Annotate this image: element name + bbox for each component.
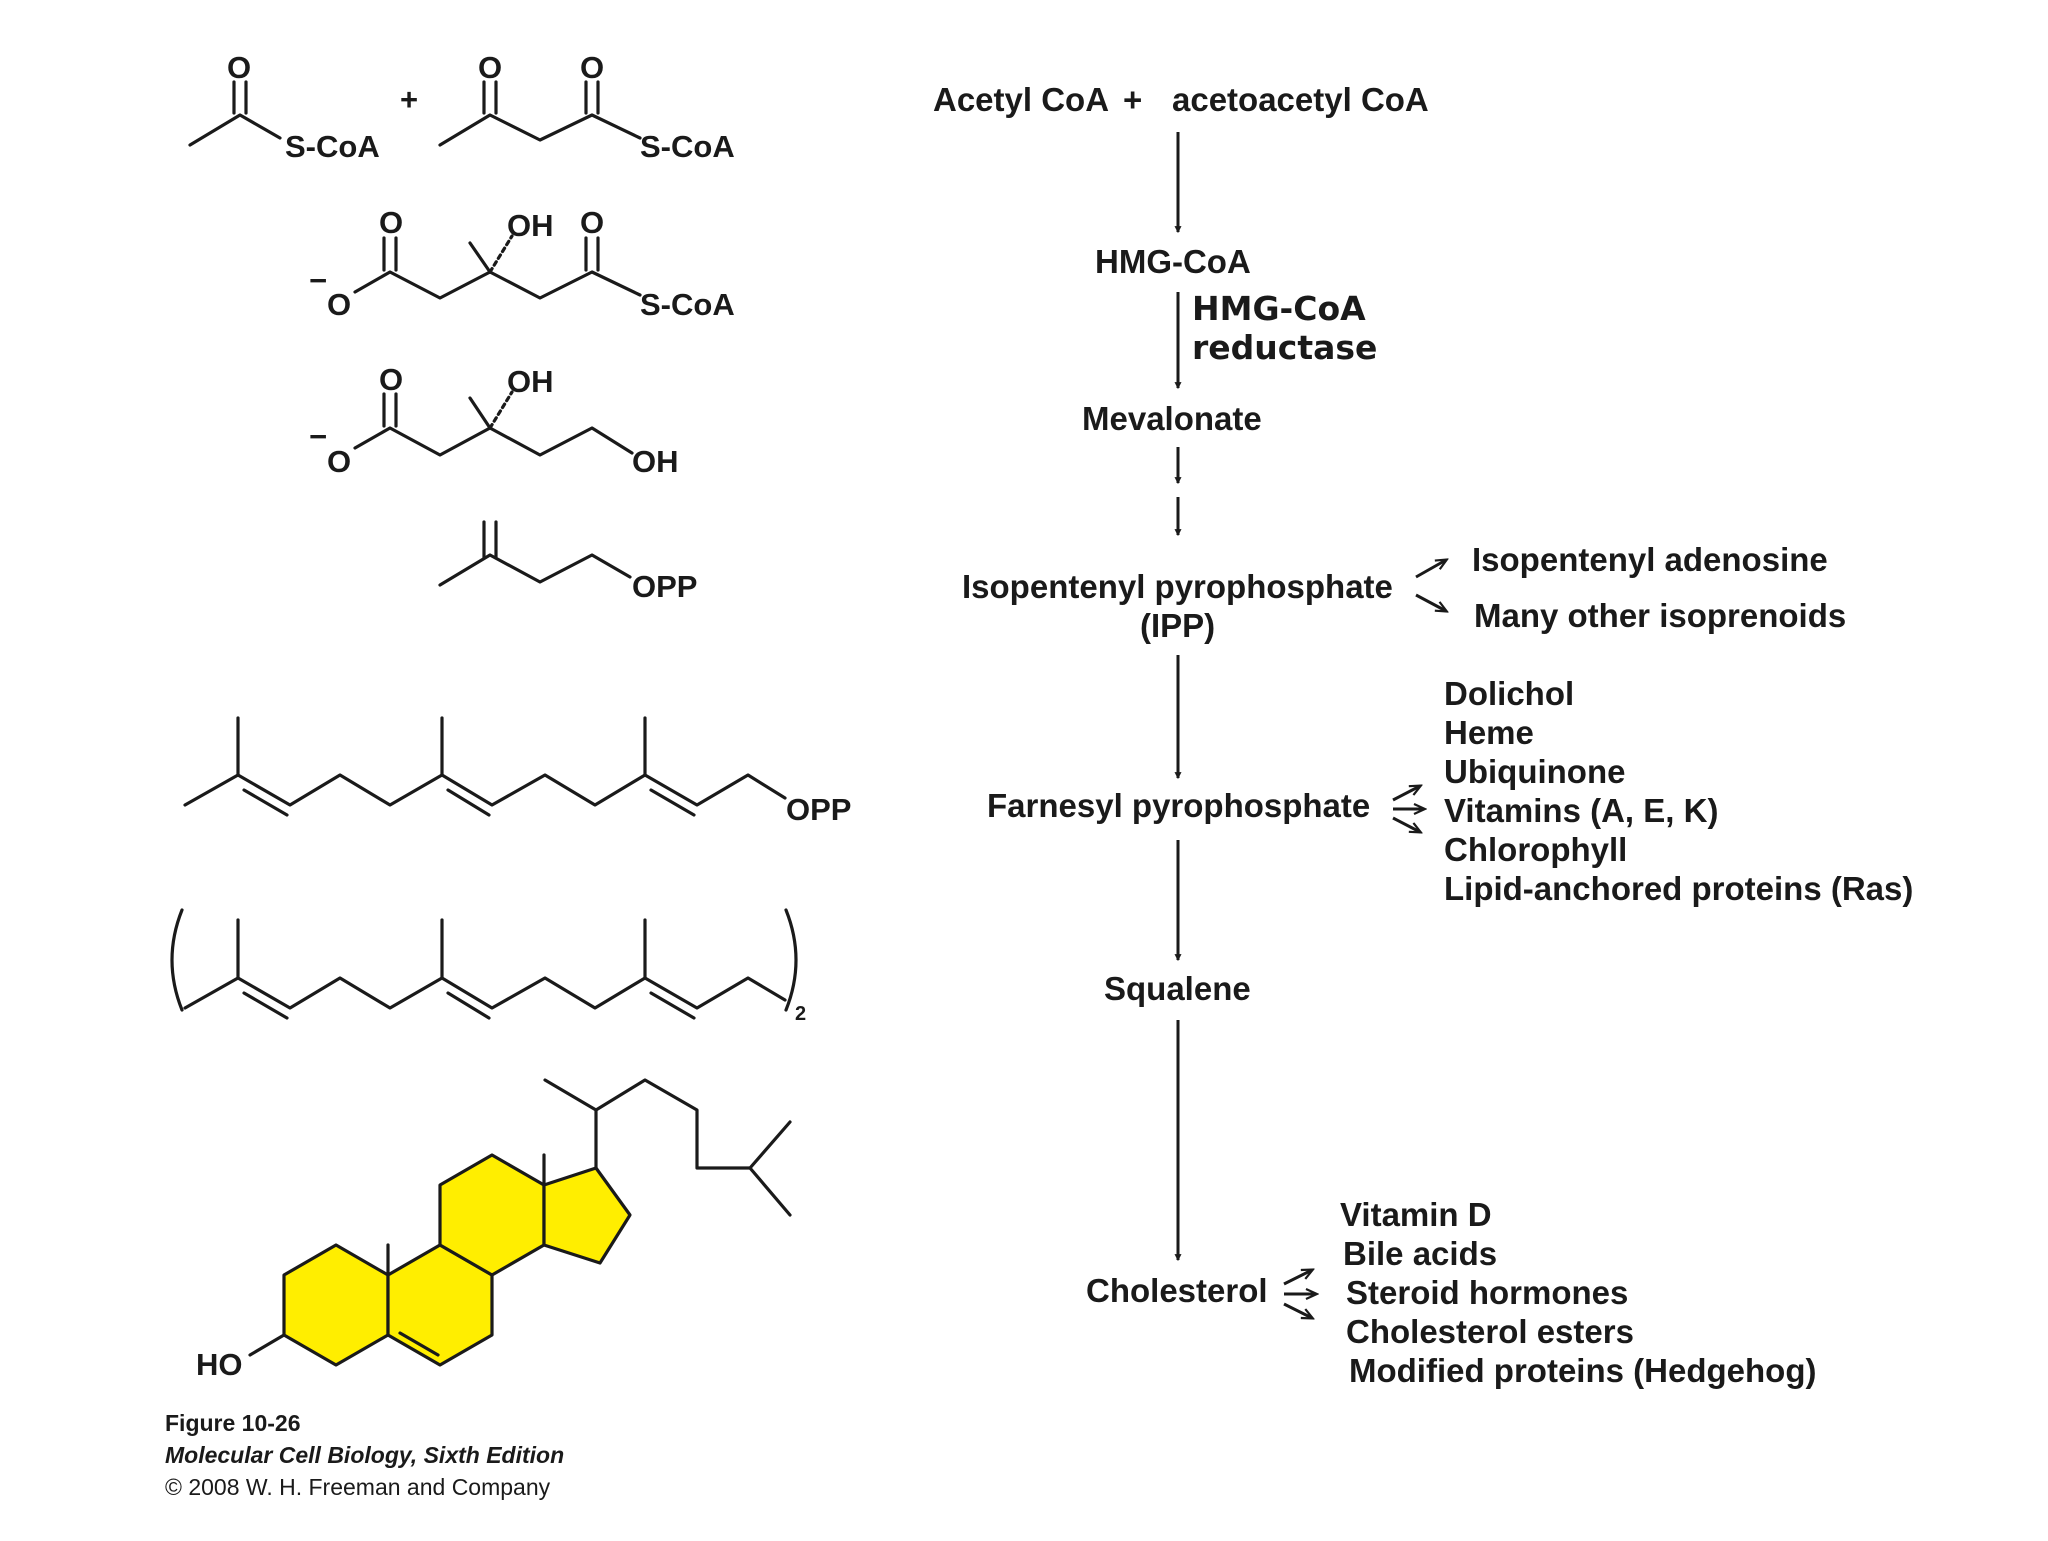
cholesterol-product: Cholesterol esters: [1346, 1313, 1634, 1350]
ipp-product: Many other isoprenoids: [1474, 597, 1846, 634]
cholesterol-product: Modified proteins (Hedgehog): [1349, 1352, 1816, 1389]
structure-squalene: 2: [170, 908, 806, 1025]
figure-caption: Figure 10-26 Molecular Cell Biology, Six…: [165, 1410, 564, 1500]
enzyme-label: reductase: [1192, 328, 1377, 367]
plus-sign: +: [400, 82, 418, 117]
hydroxyl-label: OH: [507, 364, 554, 399]
mevalonate-label: Mevalonate: [1082, 400, 1262, 437]
cholesterol-product: Bile acids: [1343, 1235, 1497, 1272]
farnesyl-product: Vitamins (A, E, K): [1444, 792, 1718, 829]
structure-farnesyl-pp: OPP: [183, 716, 851, 827]
carbonyl-o-label: O: [478, 50, 502, 85]
branch-arrow: [1392, 786, 1420, 802]
farnesyl-pp-label: Farnesyl pyrophosphate: [987, 787, 1370, 824]
opp-label: OPP: [786, 792, 851, 827]
cholesterol-label: Cholesterol: [1086, 1272, 1268, 1309]
acetyl-coa-label: Acetyl CoA: [933, 81, 1109, 118]
branch-arrow: [1415, 593, 1446, 611]
plus-sign: +: [1123, 81, 1142, 118]
farnesyl-product: Ubiquinone: [1444, 753, 1625, 790]
s-coa-label: S-CoA: [640, 287, 735, 322]
copyright-line: © 2008 W. H. Freeman and Company: [165, 1474, 551, 1500]
structure-hmg-coa: O O OH − O S-CoA: [309, 205, 735, 322]
carbonyl-o-label: O: [227, 50, 251, 85]
ipp-product: Isopentenyl adenosine: [1472, 541, 1828, 578]
carbonyl-o-label: O: [580, 50, 604, 85]
opp-label: OPP: [632, 569, 697, 604]
farnesyl-product: Chlorophyll: [1444, 831, 1627, 868]
farnesyl-product: Lipid-anchored proteins (Ras): [1444, 870, 1913, 907]
branch-arrow: [1283, 1302, 1312, 1318]
steroid-ring-a: [282, 1243, 390, 1367]
subscript-label: 2: [795, 1003, 806, 1025]
pathway: Acetyl CoA + acetoacetyl CoA HMG-CoA HMG…: [933, 81, 1913, 1389]
structure-mevalonate: O OH − O OH: [309, 362, 679, 479]
figure-number: Figure 10-26: [165, 1410, 301, 1436]
minus-sign: −: [309, 419, 327, 454]
enzyme-label: HMG-CoA: [1192, 289, 1366, 328]
carbonyl-o-label: O: [580, 205, 604, 240]
s-coa-label: S-CoA: [640, 129, 735, 164]
acetoacetyl-coa-label: acetoacetyl CoA: [1172, 81, 1429, 118]
branch-arrow: [1283, 1270, 1312, 1286]
hydroxyl-label: OH: [632, 444, 679, 479]
farnesyl-product: Dolichol: [1444, 675, 1574, 712]
anion-o-label: O: [327, 444, 351, 479]
ipp-abbrev-label: (IPP): [1140, 607, 1215, 644]
minus-sign: −: [309, 263, 327, 298]
structure-ipp: OPP: [438, 520, 697, 604]
structure-cholesterol: HO: [196, 1078, 792, 1382]
squalene-label: Squalene: [1104, 970, 1251, 1007]
branch-arrow: [1415, 560, 1446, 579]
structure-acetoacetyl-coa: O O S-CoA: [438, 50, 735, 164]
s-coa-label: S-CoA: [285, 129, 380, 164]
branch-arrow: [1392, 816, 1420, 832]
hydroxyl-ho-label: HO: [196, 1347, 243, 1382]
carbonyl-o-label: O: [379, 362, 403, 397]
anion-o-label: O: [327, 287, 351, 322]
book-title: Molecular Cell Biology, Sixth Edition: [165, 1442, 564, 1468]
carbonyl-o-label: O: [379, 205, 403, 240]
cholesterol-product: Steroid hormones: [1346, 1274, 1628, 1311]
ipp-label: Isopentenyl pyrophosphate: [962, 568, 1393, 605]
hmg-coa-label: HMG-CoA: [1095, 243, 1251, 280]
hydroxyl-label: OH: [507, 208, 554, 243]
farnesyl-product: Heme: [1444, 714, 1534, 751]
structure-acetyl-coa: O S-CoA: [188, 50, 380, 164]
steroid-ring-d: [542, 1166, 632, 1265]
cholesterol-product: Vitamin D: [1340, 1196, 1492, 1233]
